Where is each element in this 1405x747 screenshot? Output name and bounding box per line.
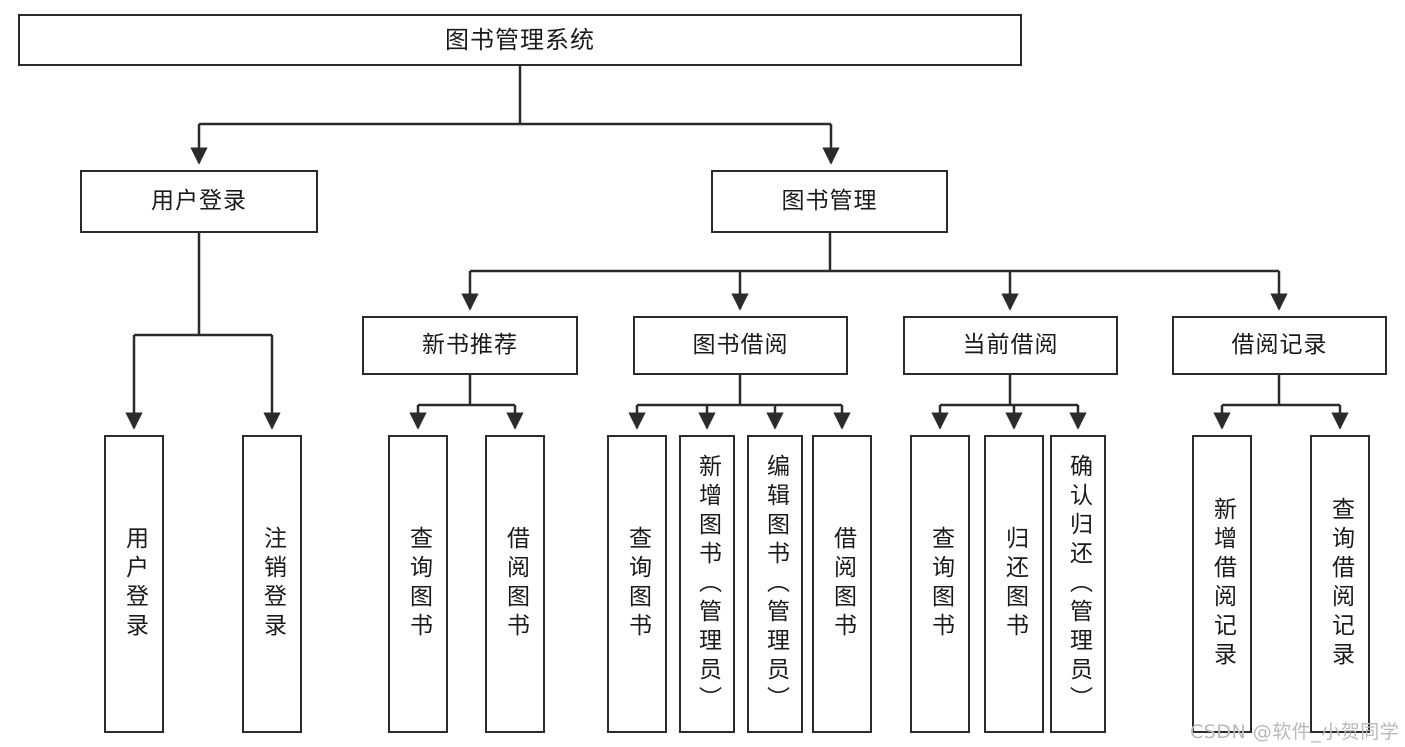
node-leaf-user-login[interactable]: 用户登录 (104, 435, 164, 733)
node-leaf-query-book-borrow-label: 查询图书 (624, 526, 651, 642)
node-new-book-recommend-label: 新书推荐 (422, 331, 518, 358)
node-leaf-add-book-admin[interactable]: 新增图书（管理员） (679, 435, 735, 733)
node-leaf-query-book-rec[interactable]: 查询图书 (388, 435, 448, 733)
node-leaf-borrow-book-rec[interactable]: 借阅图书 (485, 435, 545, 733)
node-leaf-edit-book-admin-label: 编辑图书（管理员） (762, 453, 789, 715)
node-leaf-user-logout-label: 注销登录 (259, 526, 286, 642)
node-leaf-user-login-label: 用户登录 (121, 526, 148, 642)
node-borrow-record[interactable]: 借阅记录 (1172, 316, 1387, 375)
node-leaf-return-book[interactable]: 归还图书 (984, 435, 1044, 733)
node-book-borrow[interactable]: 图书借阅 (633, 316, 848, 375)
node-leaf-query-book-rec-label: 查询图书 (405, 526, 432, 642)
node-leaf-borrow-book[interactable]: 借阅图书 (812, 435, 872, 733)
node-leaf-add-borrow-record[interactable]: 新增借阅记录 (1192, 435, 1252, 733)
node-user-login[interactable]: 用户登录 (80, 170, 318, 233)
node-user-login-label: 用户登录 (151, 187, 247, 214)
node-borrow-record-label: 借阅记录 (1231, 331, 1328, 358)
node-root[interactable]: 图书管理系统 (18, 14, 1022, 66)
node-book-borrow-label: 图书借阅 (692, 331, 789, 358)
node-leaf-confirm-return-admin[interactable]: 确认归还（管理员） (1050, 435, 1106, 733)
node-leaf-query-book-current-label: 查询图书 (927, 526, 954, 642)
node-leaf-add-borrow-record-label: 新增借阅记录 (1209, 497, 1236, 671)
node-leaf-add-book-admin-label: 新增图书（管理员） (694, 453, 721, 715)
node-leaf-return-book-label: 归还图书 (1001, 526, 1028, 642)
node-book-manage[interactable]: 图书管理 (711, 170, 948, 233)
csdn-watermark: CSDN @软件_小贺同学 (1190, 721, 1400, 743)
node-leaf-borrow-book-label: 借阅图书 (829, 526, 856, 642)
node-leaf-query-borrow-record-label: 查询借阅记录 (1327, 497, 1354, 671)
node-current-borrow-label: 当前借阅 (962, 331, 1059, 358)
node-leaf-user-logout[interactable]: 注销登录 (242, 435, 302, 733)
node-leaf-query-book-borrow[interactable]: 查询图书 (607, 435, 667, 733)
node-root-label: 图书管理系统 (445, 25, 595, 54)
node-leaf-query-borrow-record[interactable]: 查询借阅记录 (1310, 435, 1370, 733)
node-new-book-recommend[interactable]: 新书推荐 (362, 316, 578, 375)
node-leaf-confirm-return-admin-label: 确认归还（管理员） (1065, 453, 1092, 715)
node-book-manage-label: 图书管理 (781, 187, 878, 214)
node-leaf-borrow-book-rec-label: 借阅图书 (502, 526, 529, 642)
node-current-borrow[interactable]: 当前借阅 (903, 316, 1118, 375)
node-leaf-query-book-current[interactable]: 查询图书 (910, 435, 970, 733)
node-leaf-edit-book-admin[interactable]: 编辑图书（管理员） (747, 435, 803, 733)
